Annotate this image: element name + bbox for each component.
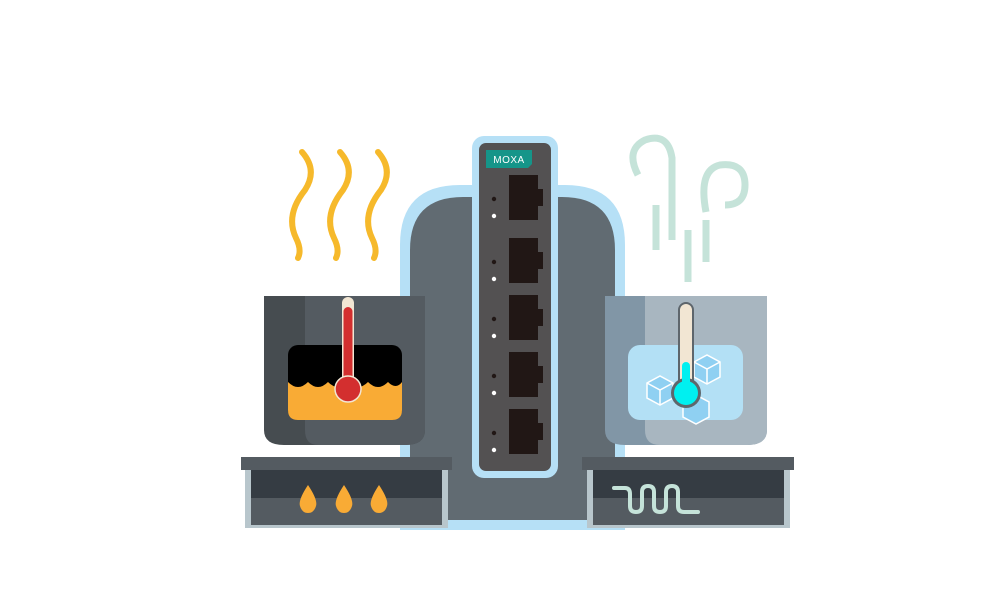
svg-text:MOXA: MOXA [493,155,524,166]
cold-pot [605,296,767,445]
status-led [491,276,497,282]
status-led [491,373,497,379]
hot-thermometer-icon [334,297,362,403]
status-led [491,213,497,219]
network-switch: MOXA [472,136,558,478]
heat-waves-icon [289,149,390,261]
ethernet-port [509,175,543,220]
heating-coil-icon [612,483,700,515]
hot-pot [264,296,425,445]
gas-stove [241,457,452,528]
ethernet-port [509,352,543,397]
ethernet-port [509,238,543,283]
steam-icon [629,134,749,282]
electric-heater [582,457,794,528]
cold-thermometer-icon [671,302,701,408]
status-led [491,196,497,202]
ethernet-port [509,409,543,454]
status-led [491,430,497,436]
status-led [491,333,497,339]
status-led [491,316,497,322]
status-led [491,259,497,265]
flame-icon [299,485,388,513]
status-led [491,390,497,396]
ethernet-port [509,295,543,340]
status-led [491,447,497,453]
moxa-logo: MOXA [486,150,532,168]
